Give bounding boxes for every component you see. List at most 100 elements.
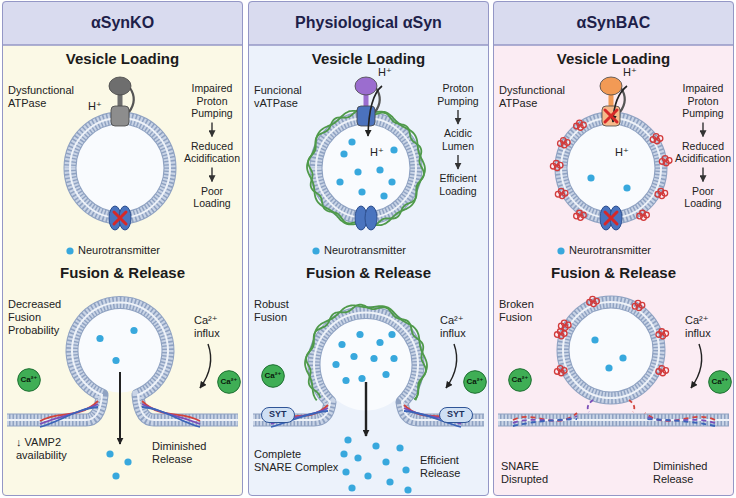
- atpase-arm: [129, 88, 134, 112]
- annotation: Diminished Release: [152, 440, 236, 466]
- protein-label: SYT: [447, 408, 465, 421]
- protein-box: SYT: [439, 407, 473, 423]
- panel-art: [248, 1, 489, 496]
- label-box: Ca²⁺ influx: [194, 314, 242, 340]
- neurotransmitter-dot: [376, 166, 383, 173]
- flow-step: Reduced Acidification: [672, 140, 734, 165]
- block-mark: [114, 212, 126, 224]
- ion-circle: Ca²⁺: [261, 364, 285, 388]
- neurotransmitter-dot: [605, 364, 612, 371]
- annotation: Complete SNARE Complex: [254, 448, 340, 474]
- aggregate: [574, 123, 580, 129]
- aggregate: [655, 191, 661, 197]
- lipid-tails: [563, 302, 659, 398]
- membrane-outline: [563, 302, 659, 398]
- label-box: Fusion & Release: [2, 264, 243, 282]
- neurotransmitter-dot: [348, 484, 355, 491]
- flow-arrow-art: [200, 344, 211, 388]
- section-heading: Fusion & Release: [248, 264, 489, 282]
- flow-step: Poor Loading: [181, 185, 243, 210]
- neurotransmitter-dot: [388, 331, 395, 338]
- block-mark: [605, 212, 617, 224]
- header-band: [2, 1, 243, 45]
- panel-ground: [493, 1, 734, 496]
- header-rule: [2, 44, 243, 46]
- aggregate: [550, 163, 556, 169]
- step-text: Reduced Acidification: [181, 140, 243, 165]
- annotation: Funcional vATPase: [254, 84, 320, 110]
- aggregate: [632, 303, 638, 309]
- section-heading: Fusion & Release: [493, 264, 734, 282]
- neurotransmitter-dot: [358, 375, 365, 382]
- neurotransmitter-dot: [340, 450, 347, 457]
- neurotransmitter-dot: [402, 466, 409, 473]
- step-text: Impaired Proton Pumping: [672, 82, 734, 120]
- membrane-midline: [70, 118, 170, 218]
- neurotransmitter-dot: [386, 478, 393, 485]
- annotation: Neurotransmitter: [324, 244, 434, 257]
- flow-arrow: [702, 168, 703, 182]
- lipid-tails: [561, 118, 661, 218]
- aggregate: [574, 213, 580, 219]
- ion-circle-shape: [218, 371, 241, 394]
- neurotransmitter-dot: [124, 458, 131, 465]
- step-text: Reduced Acidification: [672, 140, 734, 165]
- section-heading: Vesicle Loading: [493, 50, 734, 68]
- neurotransmitter-dot: [591, 336, 598, 343]
- snare-protein: [588, 400, 593, 412]
- label-box: H⁺: [370, 146, 390, 159]
- block-mark: [605, 110, 617, 122]
- ion-circle-shape: [509, 369, 532, 392]
- neurotransmitter-dot: [336, 178, 343, 185]
- panel-title: Physiological αSyn: [249, 2, 488, 45]
- ion-circle: Ca²⁺: [708, 370, 732, 394]
- snare-protein: [40, 407, 98, 427]
- flow-step: Reduced Acidification: [181, 140, 243, 165]
- protein-label: SYT: [269, 408, 287, 421]
- membrane-outline: [498, 414, 729, 427]
- neurotransmitter-dot: [364, 472, 371, 479]
- label-box: Ca²⁺ influx: [440, 314, 488, 340]
- neurotransmitter-dot: [112, 472, 119, 479]
- ion-label: Ca²⁺: [261, 364, 285, 388]
- header-rule: [248, 44, 489, 46]
- label-box: H⁺: [615, 146, 635, 159]
- alpha-synuclein: [307, 111, 425, 225]
- label-box: Ca²⁺ influx: [685, 314, 733, 340]
- aggregate: [637, 213, 643, 219]
- label-box: Neurotransmitter: [78, 244, 188, 257]
- panel-ground: [2, 1, 243, 496]
- section-heading: Vesicle Loading: [2, 50, 243, 68]
- flow-arrow-art: [446, 344, 457, 388]
- neurotransmitter-dot: [623, 184, 630, 191]
- flow-arrow-art: [368, 86, 382, 136]
- label-box: SNARE Disrupted: [501, 460, 581, 486]
- membrane-outline: [561, 118, 661, 218]
- label-box: Efficient Release: [420, 454, 486, 480]
- aggregate: [650, 137, 656, 143]
- aggregate: [659, 159, 665, 165]
- ion-circle-shape: [262, 365, 285, 388]
- neurotransmitter-dot: [356, 331, 363, 338]
- aggregate: [587, 299, 593, 305]
- label-box: ↓ VAMP2 availability: [16, 436, 96, 462]
- neurotransmitter-dot: [340, 150, 347, 157]
- neurotransmitter-dot: [342, 468, 349, 475]
- snare-protein: [513, 419, 577, 426]
- neurotransmitter-dot: [350, 353, 357, 360]
- label-box: H⁺: [88, 100, 108, 113]
- flow-step: Acidic Lumen: [427, 127, 489, 152]
- ion-label: Ca²⁺: [217, 370, 241, 394]
- annotation: Decreased Fusion Probability: [8, 298, 78, 337]
- membrane-outline: [316, 118, 416, 218]
- flow-arrow-art: [613, 86, 627, 122]
- label-box: Dysfunctional ATPase: [8, 84, 82, 110]
- atpase-base: [602, 106, 620, 126]
- panel-art: [2, 1, 243, 496]
- panel-title: αSynBAC: [494, 2, 733, 45]
- label-box: Diminished Release: [152, 440, 236, 466]
- step-text: Poor Loading: [181, 185, 243, 210]
- neurotransmitter-dot: [96, 335, 103, 342]
- ion-label: Ca²⁺: [708, 370, 732, 394]
- label-box: Fusion & Release: [248, 264, 489, 282]
